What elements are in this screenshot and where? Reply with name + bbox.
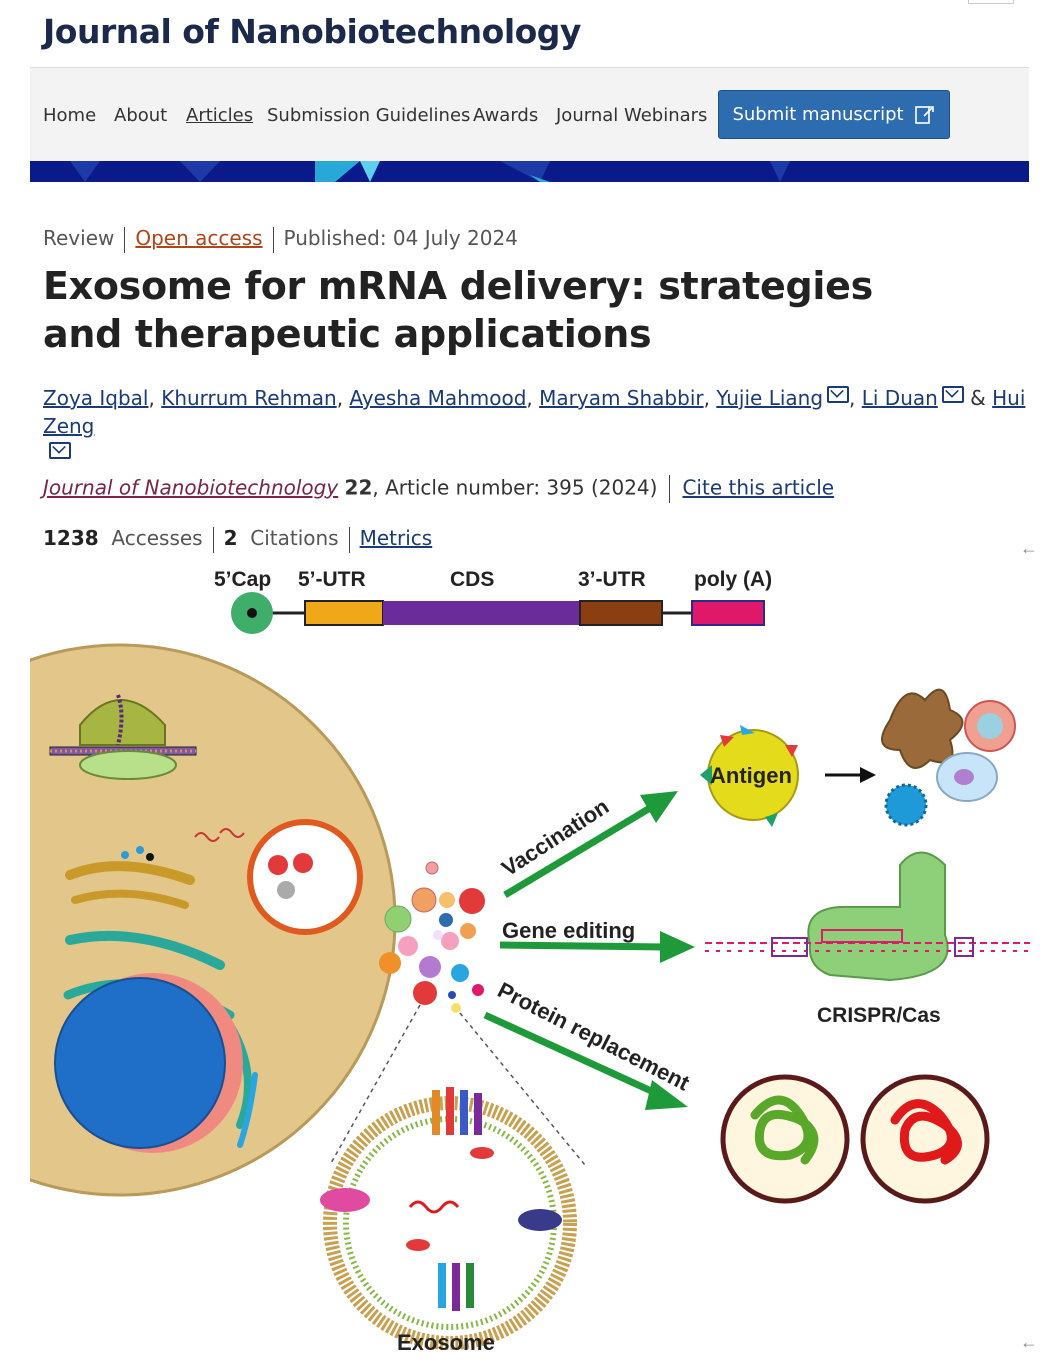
arrow-left-icon[interactable]: ← (1020, 1332, 1038, 1352)
author-separator: , (526, 386, 540, 410)
email-icon[interactable] (827, 386, 850, 403)
author-list: Zoya Iqbal, Khurrum Rehman, Ayesha Mahmo… (43, 384, 1033, 468)
author-link[interactable]: Khurrum Rehman (161, 386, 337, 410)
cds-label: CDS (450, 568, 494, 591)
journal-title[interactable]: Journal of Nanobiotechnology (43, 12, 581, 51)
author-separator: & (963, 386, 993, 410)
exosome-label: Exosome (397, 1330, 495, 1355)
author-separator: , (849, 386, 862, 410)
published-date: Published: 04 July 2024 (283, 226, 518, 250)
open-access-link[interactable]: Open access (135, 226, 263, 250)
crispr-label: CRISPR/Cas (817, 1004, 941, 1027)
utr5-segment (304, 600, 384, 626)
citation-volume: 22 (344, 475, 373, 500)
author-separator: , (703, 386, 717, 410)
author-link[interactable]: Zoya Iqbal (43, 386, 149, 410)
exosome-structure: Exosome (320, 1087, 577, 1355)
utr3-label: 3’-UTR (578, 568, 646, 591)
corner-decoration (968, 0, 1014, 4)
protein-replacement-group (720, 1074, 990, 1204)
email-icon[interactable] (941, 386, 964, 403)
gene-editing-label: Gene editing (502, 918, 635, 943)
citations-count: 2 (223, 526, 238, 550)
cite-this-article-link[interactable]: Cite this article (682, 475, 835, 500)
author-link[interactable]: Li Duan (861, 386, 938, 410)
nav-item-about[interactable]: About (114, 105, 168, 126)
citation-article-number: , Article number: 395 (2024) (372, 475, 658, 500)
article-stats-row: 1238 Accesses 2 Citations Metrics (43, 526, 432, 553)
author-link[interactable]: Ayesha Mahmood (349, 386, 527, 410)
pathway-arrows: Vaccination Gene editing Protein replace… (483, 791, 695, 1110)
accesses-label: Accesses (111, 526, 203, 550)
multivesicular-body (247, 819, 363, 935)
main-navigation: Home About Articles Submission Guideline… (30, 67, 1029, 162)
submit-manuscript-button[interactable]: Submit manuscript (718, 90, 950, 139)
polya-label: poly (A) (694, 568, 772, 591)
crispr-group: CRISPR/Cas (705, 851, 1030, 1027)
nav-item-articles[interactable]: Articles (186, 105, 254, 126)
submit-manuscript-label: Submit manuscript (732, 104, 904, 125)
author-link[interactable]: Maryam Shabbir (539, 386, 704, 410)
nav-item-home[interactable]: Home (43, 105, 97, 126)
polya-segment (691, 600, 765, 626)
external-submit-icon (914, 105, 934, 124)
antigen-label: Antigen (710, 763, 792, 788)
nav-item-journal-webinars[interactable]: Journal Webinars (556, 105, 708, 126)
metrics-link[interactable]: Metrics (359, 526, 433, 550)
antigen-group: Antigen (700, 688, 1016, 827)
author-link[interactable]: Yujie Liang (716, 386, 824, 410)
article-title: Exosome for mRNA delivery: strategies an… (43, 264, 873, 356)
graphical-abstract-figure: 5’Cap 5’-UTR CDS 3’-UTR poly (A) (0, 568, 1030, 1355)
arrow-left-icon[interactable]: ← (1020, 538, 1038, 558)
article-meta-row: Review Open access Published: 04 July 2024 (43, 226, 518, 253)
utr3-segment (579, 600, 663, 626)
nucleus (54, 977, 226, 1149)
nav-item-submission-guidelines[interactable]: Submission Guidelines (267, 105, 471, 126)
email-icon[interactable] (49, 442, 71, 459)
mrna-structure: 5’Cap 5’-UTR CDS 3’-UTR poly (A) (214, 568, 772, 634)
utr5-label: 5’-UTR (298, 568, 366, 591)
exosome-cluster (329, 861, 586, 1166)
cap-label: 5’Cap (214, 568, 271, 591)
nav-item-awards[interactable]: Awards (473, 105, 539, 126)
donor-cell (0, 635, 397, 1215)
author-separator: , (336, 386, 350, 410)
citation-row: Journal of Nanobiotechnology 22, Article… (43, 475, 834, 503)
author-separator: , (148, 386, 162, 410)
citations-label: Citations (250, 526, 339, 550)
author-link[interactable]: Hui Zeng (43, 386, 1026, 438)
cds-segment (383, 601, 580, 625)
citation-journal-link[interactable]: Journal of Nanobiotechnology (43, 475, 339, 500)
article-type: Review (43, 226, 115, 250)
accesses-count: 1238 (43, 526, 99, 550)
header-banner (30, 161, 1029, 182)
